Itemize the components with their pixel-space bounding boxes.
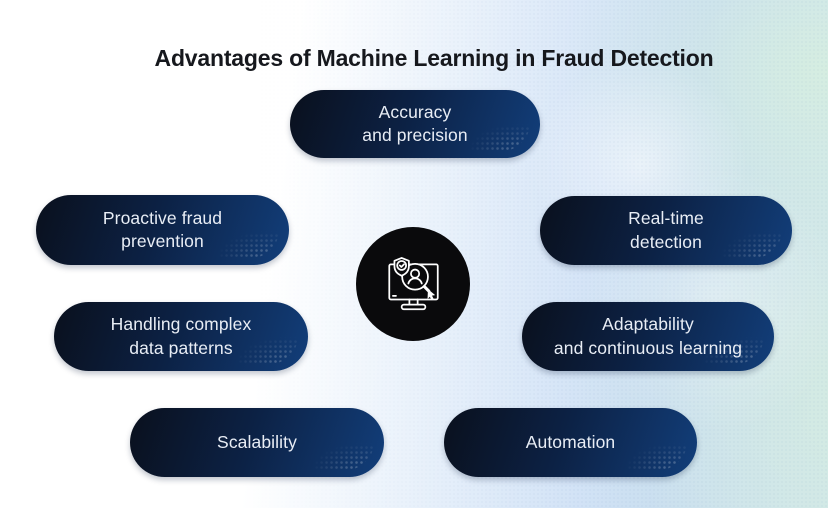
page-title: Advantages of Machine Learning in Fraud …	[154, 45, 714, 72]
advantage-pill-automation: Automation	[444, 408, 697, 477]
advantage-pill-handling-complex-data-patterns: Handling complex data patterns	[54, 302, 308, 371]
advantage-pill-scalability: Scalability	[130, 408, 384, 477]
advantage-label: Automation	[525, 431, 616, 452]
advantage-label: Adaptability and continuous learning	[553, 314, 743, 358]
advantage-label: Proactive fraud prevention	[102, 207, 223, 251]
fraud-detection-monitor-magnifier-shield-icon	[388, 257, 439, 311]
center-badge	[356, 227, 470, 341]
advantage-pill-real-time-detection: Real-time detection	[540, 196, 792, 265]
advantage-pill-accuracy-and-precision: Accuracy and precision	[290, 90, 540, 158]
advantage-label: Accuracy and precision	[362, 101, 468, 145]
advantage-pill-proactive-fraud-prevention: Proactive fraud prevention	[36, 195, 289, 265]
advantage-label: Real-time detection	[628, 208, 704, 252]
advantage-label: Scalability	[217, 431, 297, 452]
advantage-pill-adaptability-continuous-learning: Adaptability and continuous learning	[522, 302, 774, 371]
advantage-label: Handling complex data patterns	[110, 314, 252, 358]
